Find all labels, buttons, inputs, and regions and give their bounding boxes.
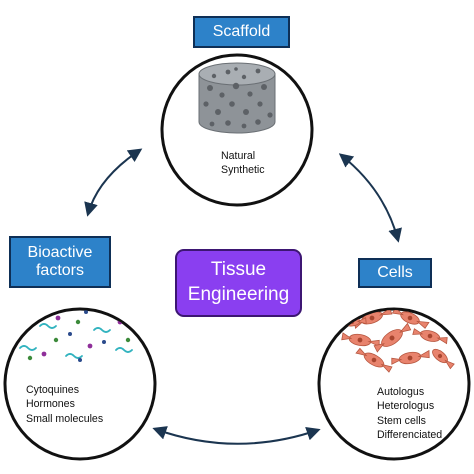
list-item: Differenciated bbox=[377, 428, 443, 441]
list-item: Hormones bbox=[26, 398, 75, 411]
center-title-line1: Tissue bbox=[210, 259, 267, 281]
scaffold-list: Natural Synthetic bbox=[221, 149, 265, 178]
cells-title: Cells bbox=[377, 263, 413, 281]
cells-circle bbox=[317, 307, 471, 461]
cells-icon bbox=[341, 310, 455, 373]
bioactive-title-line2: factors bbox=[35, 262, 84, 279]
arrow-bioactive-cells bbox=[152, 426, 321, 445]
center-title-line2: Engineering bbox=[187, 284, 290, 305]
scaffold-title: Scaffold bbox=[212, 22, 271, 40]
bioactive-list: Cytoquines Hormones Small molecules bbox=[26, 383, 103, 426]
scaffold-label: Scaffold bbox=[193, 16, 290, 48]
list-item: Autologus bbox=[377, 386, 425, 398]
bioactive-factors-label: Bioactive factors bbox=[9, 236, 111, 288]
list-item: Small molecules bbox=[26, 412, 104, 425]
list-item: Heterologus bbox=[377, 400, 435, 413]
cells-list: Autologus Heterologus Stem cells Differe… bbox=[377, 385, 442, 442]
tissue-engineering-box: Tissue Engineering bbox=[175, 249, 302, 317]
list-item: Natural bbox=[221, 150, 256, 162]
list-item: Stem cells bbox=[377, 414, 426, 427]
bioactive-circle bbox=[3, 307, 157, 461]
arrow-scaffold-cells bbox=[338, 153, 402, 243]
list-item: Synthetic bbox=[221, 164, 265, 177]
bioactive-title-line1: Bioactive bbox=[27, 243, 93, 261]
cells-label: Cells bbox=[358, 258, 432, 288]
porous-scaffold-icon bbox=[198, 62, 276, 134]
list-item: Cytoquines bbox=[26, 384, 79, 396]
arrow-scaffold-bioactive bbox=[84, 148, 143, 217]
